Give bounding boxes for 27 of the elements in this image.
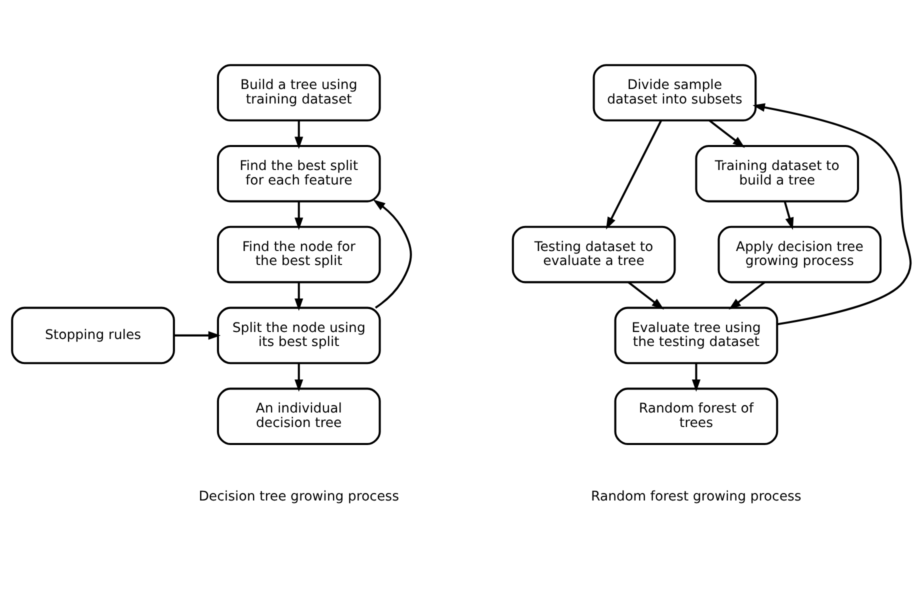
node-box: Testing dataset to evaluate a tree — [512, 226, 676, 284]
node-box: An individual decision tree — [216, 388, 381, 446]
node-box: Find the node for the best split — [216, 226, 381, 284]
arrow — [752, 103, 912, 326]
node-box: Apply decision tree growing process — [718, 226, 882, 284]
arrow — [174, 331, 221, 340]
arrow — [692, 363, 701, 392]
arrow — [628, 281, 664, 310]
node-box: Evaluate tree using the testing dataset — [614, 306, 778, 364]
node-box: Split the node using its best split — [216, 306, 381, 364]
arrow — [294, 282, 304, 311]
node-box: Random forest of trees — [614, 388, 778, 446]
node-box: Training dataset to build a tree — [695, 144, 860, 202]
label: Decision tree growing process — [198, 490, 400, 505]
arrow — [728, 281, 766, 310]
arrow — [294, 363, 304, 392]
arrow — [708, 120, 745, 148]
arrow — [373, 200, 412, 309]
node-box: Stopping rules — [11, 306, 175, 364]
node-box: Divide sample dataset into subsets — [592, 64, 757, 122]
arrow — [294, 120, 304, 150]
arrow — [784, 201, 794, 230]
arrow — [606, 120, 662, 230]
node-box: Find the best split for each feature — [216, 144, 381, 202]
node-box: Build a tree using training dataset — [216, 64, 381, 122]
label: Random forest growing process — [591, 490, 802, 505]
arrow — [294, 201, 304, 230]
